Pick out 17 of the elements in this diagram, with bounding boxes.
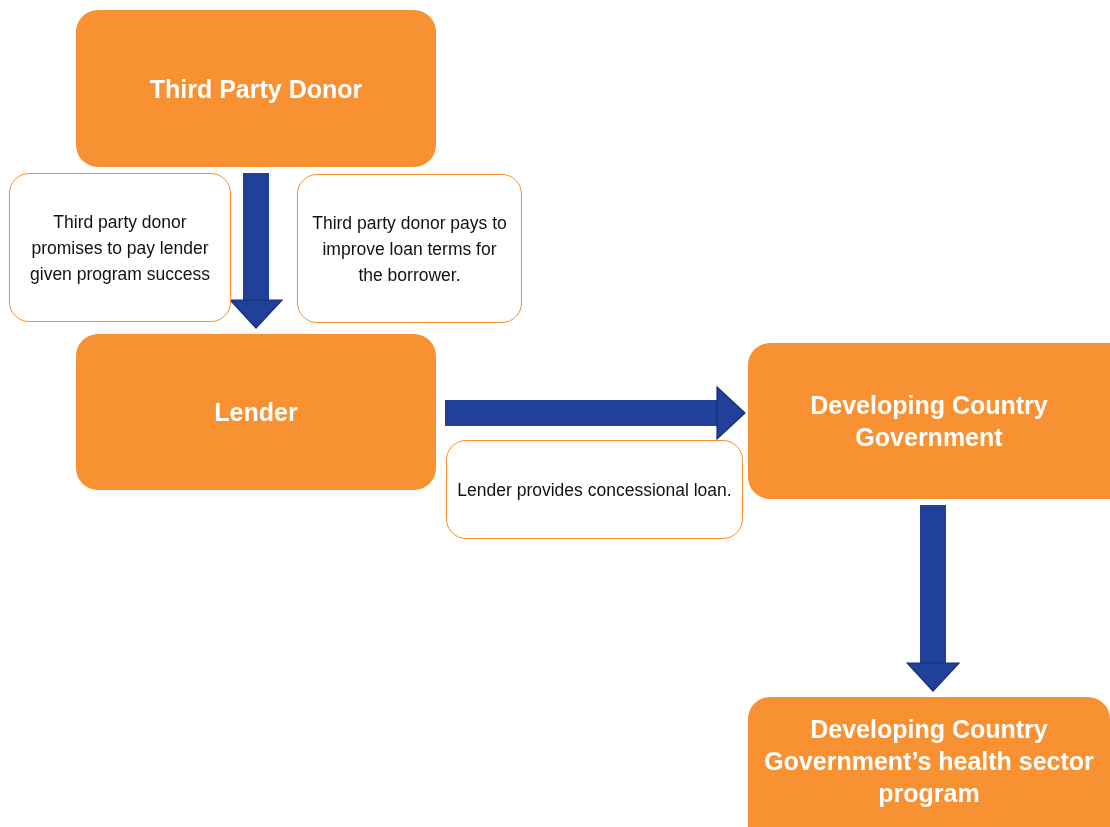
main-box <box>76 10 436 167</box>
node-label: Third party donor promises to pay lender given program success <box>29 210 211 286</box>
node-label: Developing Country Government <box>809 390 1049 453</box>
block-arrow <box>229 173 283 329</box>
node-label: Lender <box>214 397 298 428</box>
node-label: Third party donor pays to improve loan terms for the borrower. <box>311 211 508 287</box>
node-label: Lender provides concessional loan. <box>457 478 732 502</box>
note-box <box>297 174 522 323</box>
main-box <box>76 334 436 490</box>
block-arrow <box>906 505 960 692</box>
node-label: Developing Country Government’s health sector program <box>763 714 1095 809</box>
block-arrow <box>445 386 746 440</box>
main-box <box>748 343 1110 499</box>
note-box <box>9 173 231 322</box>
note-box <box>446 440 743 539</box>
node-label: Third Party Donor <box>149 73 363 105</box>
main-box <box>748 697 1110 827</box>
